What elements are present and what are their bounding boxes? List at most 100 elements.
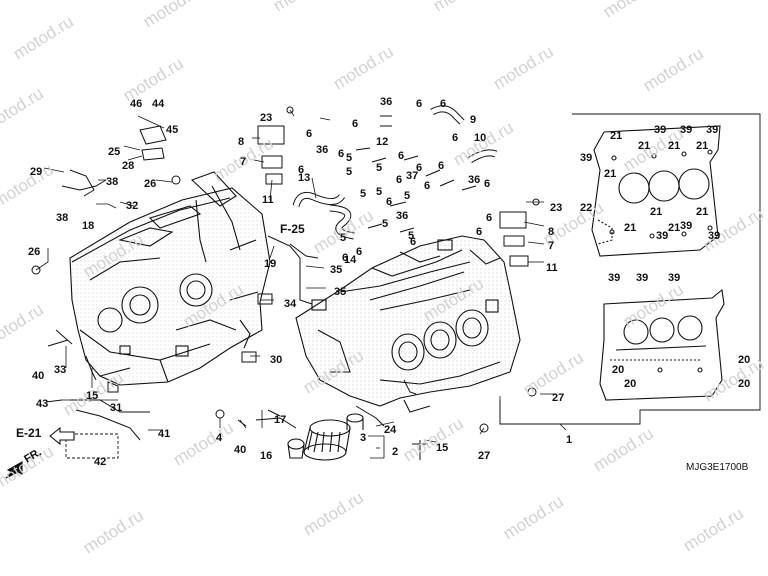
callout-21: 21 [604, 168, 617, 180]
callout-46: 46 [130, 98, 143, 110]
callout-39: 39 [636, 272, 649, 284]
callout-5: 5 [376, 162, 383, 174]
callout-42: 42 [94, 456, 107, 468]
callout-20: 20 [612, 364, 625, 376]
callout-39: 39 [708, 230, 721, 242]
callout-32: 32 [126, 200, 139, 212]
callout-6: 6 [476, 226, 483, 238]
callout-5: 5 [376, 186, 383, 198]
callout-38: 38 [106, 176, 119, 188]
callout-41: 41 [158, 428, 171, 440]
callout-7: 7 [240, 156, 247, 168]
callout-36: 36 [396, 210, 409, 222]
lower-crankcase [295, 235, 521, 413]
callout-36: 36 [316, 144, 329, 156]
callout-17: 17 [274, 414, 287, 426]
reference-e21: E-21 [16, 426, 42, 440]
callout-3: 3 [360, 432, 367, 444]
callout-39: 39 [706, 124, 719, 136]
callout-21: 21 [668, 140, 681, 152]
callout-6: 6 [452, 132, 459, 144]
callout-22: 22 [580, 202, 593, 214]
fittings [31, 106, 540, 460]
callout-27: 27 [552, 392, 565, 404]
callout-6: 6 [338, 148, 345, 160]
callout-21: 21 [638, 140, 651, 152]
reference-f25: F-25 [280, 222, 305, 236]
callout-6: 6 [306, 128, 313, 140]
callout-43: 43 [36, 398, 49, 410]
callout-39: 39 [680, 124, 693, 136]
callout-6: 6 [424, 180, 431, 192]
callout-20: 20 [738, 354, 751, 366]
callout-16: 16 [260, 450, 273, 462]
callout-31: 31 [110, 402, 123, 414]
callout-6: 6 [440, 98, 447, 110]
callout-6: 6 [416, 98, 423, 110]
callout-5: 5 [404, 190, 411, 202]
callout-14: 14 [344, 254, 357, 266]
upper-crankcase [69, 171, 271, 386]
callout-29: 29 [30, 166, 43, 178]
callout-36: 36 [468, 174, 481, 186]
callout-35: 35 [334, 286, 347, 298]
callout-6: 6 [396, 174, 403, 186]
callout-4: 4 [216, 432, 223, 444]
callout-5: 5 [340, 232, 347, 244]
callout-8: 8 [238, 136, 245, 148]
callout-25: 25 [108, 146, 121, 158]
callout-6: 6 [416, 162, 423, 174]
callout-26: 26 [144, 178, 157, 190]
callout-39: 39 [580, 152, 593, 164]
callout-37: 37 [406, 170, 419, 182]
callout-6: 6 [356, 246, 363, 258]
callout-40: 40 [32, 370, 45, 382]
callout-39: 39 [656, 230, 669, 242]
callout-21: 21 [610, 130, 623, 142]
callout-40: 40 [234, 444, 247, 456]
callout-20: 20 [624, 378, 637, 390]
callout-21: 21 [624, 222, 637, 234]
callout-19: 19 [264, 258, 277, 270]
callout-6: 6 [398, 150, 405, 162]
callout-28: 28 [122, 160, 135, 172]
callout-5: 5 [360, 188, 367, 200]
callout-5: 5 [408, 230, 415, 242]
callout-15: 15 [86, 390, 99, 402]
callout-6: 6 [342, 252, 349, 264]
callout-6: 6 [484, 178, 491, 190]
callout-35: 35 [330, 264, 343, 276]
callout-21: 21 [696, 206, 709, 218]
callout-5: 5 [346, 152, 353, 164]
callout-33: 33 [54, 364, 67, 376]
oil-filter [287, 413, 364, 461]
callout-8: 8 [548, 226, 555, 238]
callout-2: 2 [392, 446, 399, 458]
callout-18: 18 [82, 220, 95, 232]
callout-27: 27 [478, 450, 491, 462]
callout-20: 20 [738, 378, 751, 390]
callout-36: 36 [380, 96, 393, 108]
callout-6: 6 [486, 212, 493, 224]
reference-arrows [5, 426, 75, 479]
callout-23: 23 [260, 112, 273, 124]
callout-26: 26 [28, 246, 41, 258]
callout-44: 44 [152, 98, 165, 110]
callout-30: 30 [270, 354, 283, 366]
callout-6: 6 [410, 236, 417, 248]
callout-11: 11 [262, 194, 274, 206]
callout-24: 24 [384, 424, 397, 436]
callout-39: 39 [608, 272, 621, 284]
callout-5: 5 [382, 218, 389, 230]
callout-10: 10 [474, 132, 487, 144]
callout-6: 6 [438, 160, 445, 172]
callout-34: 34 [284, 298, 297, 310]
callout-12: 12 [376, 136, 389, 148]
callout-6: 6 [352, 118, 359, 130]
lower-gasket [599, 288, 725, 401]
callout-6: 6 [298, 164, 305, 176]
callout-23: 23 [550, 202, 563, 214]
diagram-code: MJG3E1700B [686, 462, 749, 473]
